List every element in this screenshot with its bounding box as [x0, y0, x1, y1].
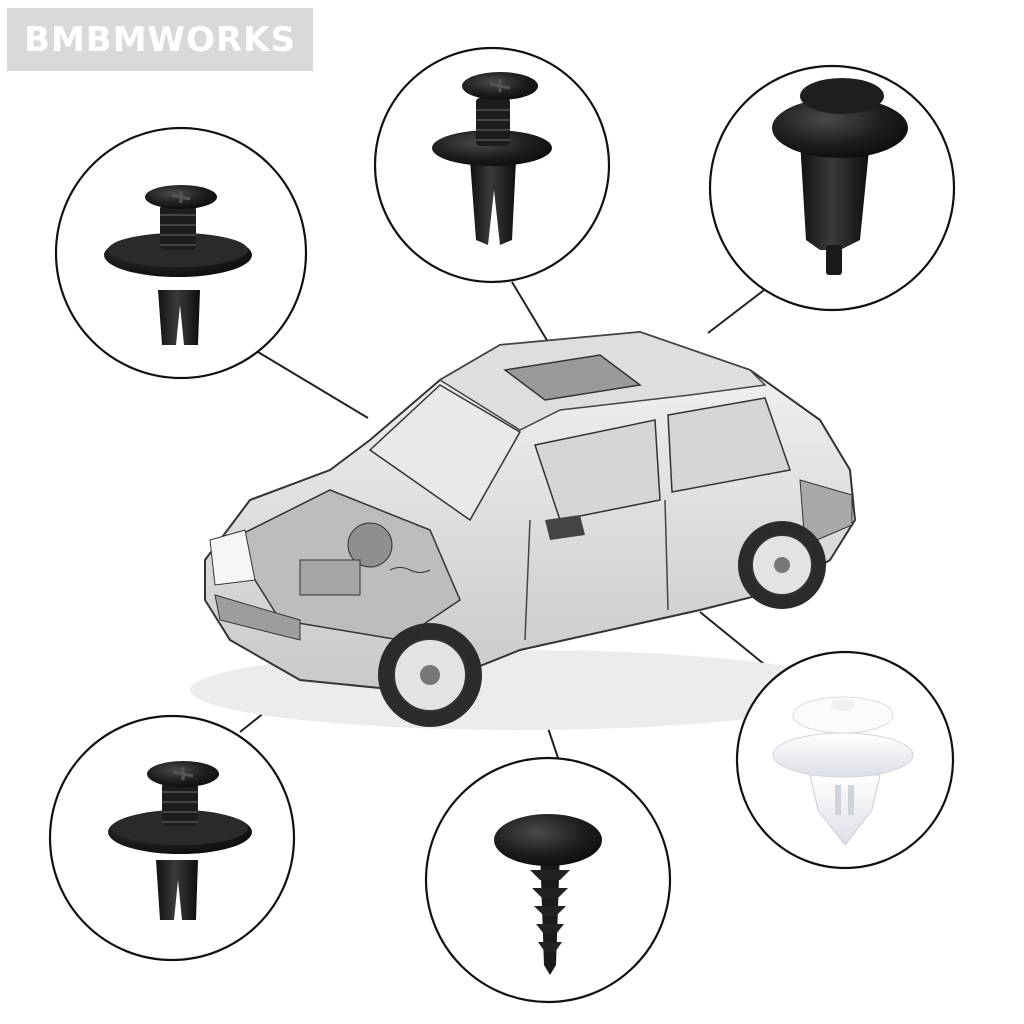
push-clip-icon: [772, 78, 908, 275]
trim-clip-icon: [772, 696, 914, 846]
rear-wheel: [738, 521, 826, 609]
front-wheel: [378, 623, 482, 727]
push-rivet-icon: [432, 72, 552, 245]
car-cutaway-illustration: [190, 330, 857, 730]
screw-rivet-icon: [108, 761, 252, 920]
brand-logo-text: BMBMWORKS: [24, 19, 296, 60]
screw-rivet-icon: [104, 185, 252, 345]
tree-fastener-icon: [494, 814, 602, 975]
brand-logo: BMBMWORKS: [7, 8, 313, 71]
